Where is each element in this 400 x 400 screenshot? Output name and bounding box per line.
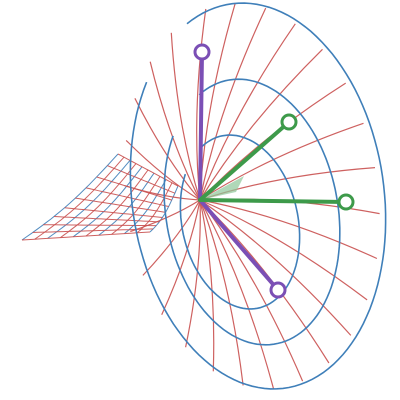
- grid-line-col: [117, 153, 179, 187]
- grid-line-row: [85, 169, 149, 237]
- handle-green-right: [337, 193, 355, 211]
- radial-line: [199, 199, 275, 389]
- handle-purple-diagonal: [269, 281, 287, 299]
- grid-line-row: [47, 160, 131, 239]
- radial-line: [142, 199, 201, 276]
- radial-line: [199, 199, 304, 382]
- radial-line: [199, 199, 352, 336]
- radial-line: [125, 139, 201, 201]
- grid-line-col: [64, 207, 163, 218]
- grid-line-col: [85, 187, 169, 207]
- radial-line: [199, 122, 364, 201]
- grid-line-col: [21, 231, 151, 241]
- radial-line: [196, 8, 207, 201]
- radial-line: [134, 98, 201, 201]
- grid-line-row: [21, 153, 119, 241]
- radial-line: [199, 199, 368, 301]
- radial-line: [199, 23, 296, 201]
- grid-line-col: [53, 216, 160, 223]
- radial-line: [199, 7, 267, 201]
- vector-purple-up: [198, 50, 204, 202]
- grid-line-row: [34, 156, 125, 240]
- grid-line-col: [43, 224, 157, 227]
- radial-line: [199, 48, 323, 201]
- radial-line: [170, 32, 201, 201]
- ring-curve: [129, 2, 387, 390]
- grid-patch: [21, 153, 179, 241]
- radial-line: [149, 61, 201, 201]
- handle-green-upper: [280, 113, 298, 131]
- radial-line: [130, 199, 201, 233]
- ring-curve: [179, 134, 301, 310]
- radial-lines: [124, 2, 380, 389]
- grid-line-row: [60, 163, 137, 239]
- radial-line: [199, 199, 215, 372]
- radial-line: [199, 199, 244, 386]
- grid-line-row: [111, 176, 161, 235]
- grid-line-row: [98, 172, 155, 236]
- vector-green-upper: [198, 120, 291, 202]
- vector-green-right: [198, 198, 348, 204]
- vector-purple-diagonal: [198, 198, 280, 292]
- ring-curves: [129, 2, 387, 390]
- radial-line: [199, 199, 378, 260]
- angle-wedge: [200, 176, 244, 200]
- grid-line-col: [32, 228, 154, 233]
- grid-line-row: [124, 179, 167, 234]
- vector-handles: [193, 43, 355, 299]
- radial-line: [161, 199, 201, 315]
- handle-purple-up: [193, 43, 211, 61]
- ring-curve: [163, 78, 341, 346]
- grid-line-col: [75, 197, 166, 213]
